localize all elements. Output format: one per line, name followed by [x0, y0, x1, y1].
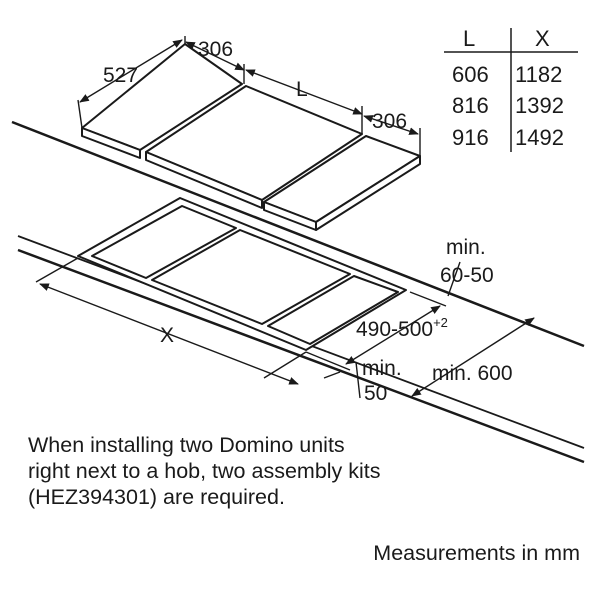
top-dimension-lines — [77, 36, 421, 156]
cutout-depth-value: 490-500 — [356, 318, 433, 341]
table-row-2-X: 1392 — [515, 93, 564, 118]
width-X-label: X — [160, 324, 174, 347]
table-header-X: X — [535, 26, 550, 51]
note-line-2: right next to a hob, two assembly kits — [28, 459, 381, 483]
cutout-depth-label: 490-500+2 — [356, 315, 448, 341]
front-edge-min-label: min. — [362, 357, 402, 380]
cutout-frames — [77, 197, 407, 351]
length-L-label: L — [296, 78, 308, 101]
installation-note: When installing two Domino units right n… — [28, 432, 588, 510]
hob-front — [145, 151, 263, 209]
cabinet-depth-label: min. 600 — [432, 362, 513, 385]
table-row-3-X: 1492 — [515, 125, 564, 150]
note-line-3: (HEZ394301) are required. — [28, 485, 285, 509]
depth-527-label: 527 — [103, 64, 138, 87]
thickness-min-label: min. — [446, 236, 486, 259]
front-edge-value-label: 50 — [364, 382, 387, 405]
cutout-depth-tolerance: +2 — [433, 315, 448, 330]
width-306-left-label: 306 — [198, 38, 233, 61]
dimension-table: L X 606 1182 816 1392 916 1492 — [444, 26, 578, 152]
units-caption: Measurements in mm — [373, 541, 580, 565]
table-row-3-L: 916 — [452, 125, 489, 150]
domino-left-front — [81, 127, 141, 159]
domino-right-side — [315, 155, 421, 231]
table-row-1-L: 606 — [452, 62, 489, 87]
table-header-L: L — [463, 26, 475, 51]
table-row-2-L: 816 — [452, 93, 489, 118]
cutout-dimension-lines — [35, 257, 535, 399]
cutout-inner-left — [91, 205, 237, 279]
width-306-right-label: 306 — [372, 110, 407, 133]
table-row-1-X: 1182 — [515, 62, 562, 87]
note-line-1: When installing two Domino units — [28, 433, 345, 457]
thickness-value-label: 60-50 — [440, 264, 494, 287]
